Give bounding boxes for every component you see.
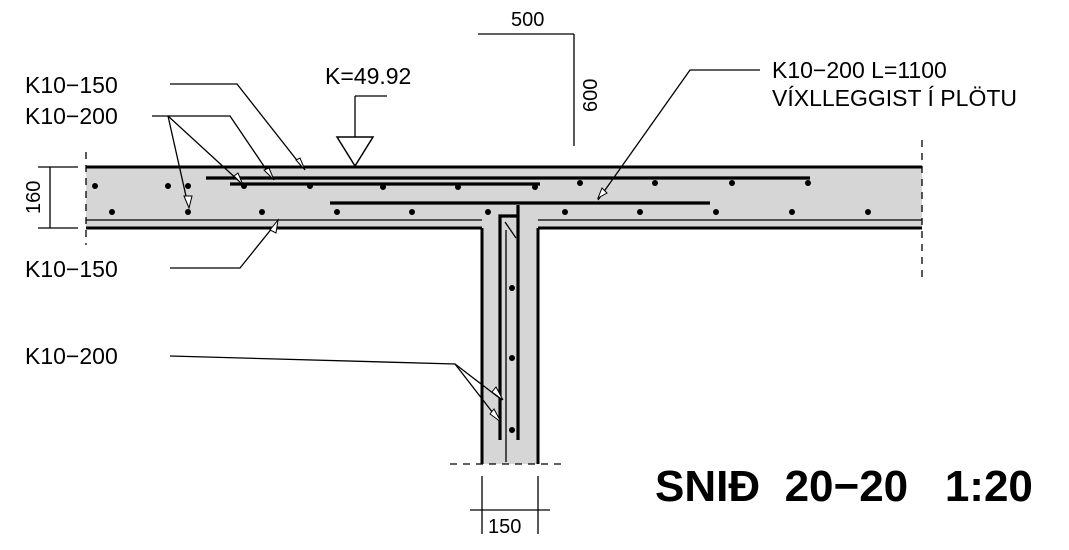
label-top-k10-200: K10−200: [25, 103, 118, 129]
section-title: SNIĐ 20−20 1:20: [655, 462, 1033, 511]
dim-150-label: 150: [488, 516, 521, 538]
label-note-line1: K10−200 L=1100: [772, 57, 947, 83]
dim-500-label: 500: [511, 9, 544, 31]
dim-wall: [470, 476, 550, 534]
label-note-line2: VÍXLLEGGIST Í PLÖTU: [772, 85, 1017, 111]
wall-concrete: [482, 228, 538, 464]
dim-600-label: 600: [580, 79, 602, 112]
dim-160-label: 160: [23, 181, 45, 214]
slab-concrete: [86, 167, 922, 228]
rebar-hook: [498, 214, 518, 225]
dim-top: [478, 33, 575, 146]
rebar-dots: [92, 180, 871, 433]
label-wall-k10-200: K10−200: [25, 343, 118, 369]
elevation-marker: [335, 95, 387, 168]
label-top-k10-150: K10−150: [25, 72, 118, 98]
leader-lines: [152, 69, 760, 423]
label-elevation: K=49.92: [325, 63, 411, 89]
label-mid-k10-150: K10−150: [25, 256, 118, 282]
dim-slab: [38, 166, 78, 229]
